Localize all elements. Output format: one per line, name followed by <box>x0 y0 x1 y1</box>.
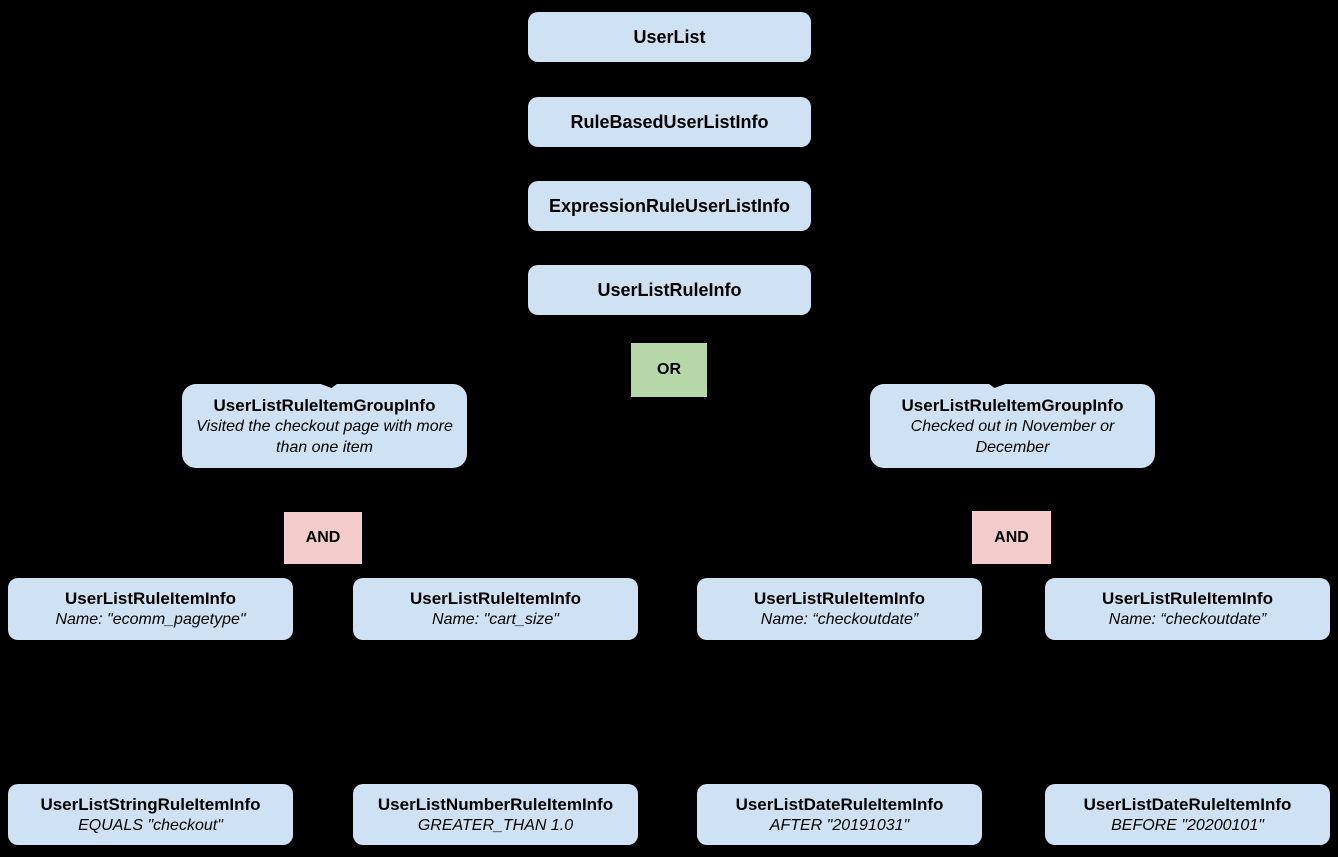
node-user-list-rule-info: UserListRuleInfo <box>528 265 811 315</box>
node-description: AFTER "20191031" <box>769 816 910 834</box>
node-rule-item-checkoutdate-2: UserListRuleItemInfo Name: “checkoutdate… <box>1045 578 1330 640</box>
node-description: Name: “checkoutdate” <box>760 611 919 628</box>
node-description: BEFORE "20200101" <box>1111 816 1264 834</box>
node-user-list: UserList <box>528 12 811 62</box>
node-description: Checked out in November or December <box>910 417 1115 456</box>
node-label: UserListDateRuleItemInfo <box>735 794 944 814</box>
node-rule-item-group-right: UserListRuleItemGroupInfo Checked out in… <box>870 384 1155 468</box>
node-label: UserListRuleItemGroupInfo <box>213 395 436 415</box>
node-string-rule-item: UserListStringRuleItemInfo EQUALS "check… <box>8 784 293 845</box>
node-label: RuleBasedUserListInfo <box>570 111 769 132</box>
node-description: Visited the checkout page with more than… <box>196 417 453 456</box>
node-description: EQUALS "checkout" <box>78 816 223 834</box>
node-rule-item-cart-size: UserListRuleItemInfo Name: "cart_size" <box>353 578 638 640</box>
node-label: UserListRuleInfo <box>597 279 742 300</box>
node-description: Name: “checkoutdate” <box>1108 611 1267 628</box>
node-label: UserListRuleItemInfo <box>410 589 581 608</box>
or-operator: OR <box>631 343 707 397</box>
node-rule-item-group-left: UserListRuleItemGroupInfo Visited the ch… <box>182 384 467 468</box>
node-label: UserListStringRuleItemInfo <box>40 794 261 814</box>
node-expression-rule-user-list-info: ExpressionRuleUserListInfo <box>528 181 811 231</box>
node-description: Name: "cart_size" <box>432 611 559 628</box>
node-rule-item-checkoutdate-1: UserListRuleItemInfo Name: “checkoutdate… <box>697 578 982 640</box>
node-date-rule-item-before: UserListDateRuleItemInfo BEFORE "2020010… <box>1045 784 1330 845</box>
node-number-rule-item: UserListNumberRuleItemInfo GREATER_THAN … <box>353 784 638 845</box>
node-label: UserListDateRuleItemInfo <box>1083 794 1292 814</box>
node-rule-item-ecomm-pagetype: UserListRuleItemInfo Name: "ecomm_pagety… <box>8 578 293 640</box>
node-date-rule-item-after: UserListDateRuleItemInfo AFTER "20191031… <box>697 784 982 845</box>
node-label: ExpressionRuleUserListInfo <box>548 195 791 216</box>
and-operator-left: AND <box>284 512 362 564</box>
and-operator-right: AND <box>972 511 1051 564</box>
node-label: UserListRuleItemInfo <box>754 589 925 608</box>
node-rule-based-user-list-info: RuleBasedUserListInfo <box>528 97 811 147</box>
node-label: UserListRuleItemInfo <box>65 589 236 608</box>
node-label: UserListRuleItemGroupInfo <box>901 395 1124 415</box>
node-description: Name: "ecomm_pagetype" <box>55 611 246 628</box>
node-label: UserListRuleItemInfo <box>1102 589 1273 608</box>
node-description: GREATER_THAN 1.0 <box>417 816 574 834</box>
node-label: UserList <box>633 26 706 47</box>
node-label: UserListNumberRuleItemInfo <box>377 794 614 814</box>
